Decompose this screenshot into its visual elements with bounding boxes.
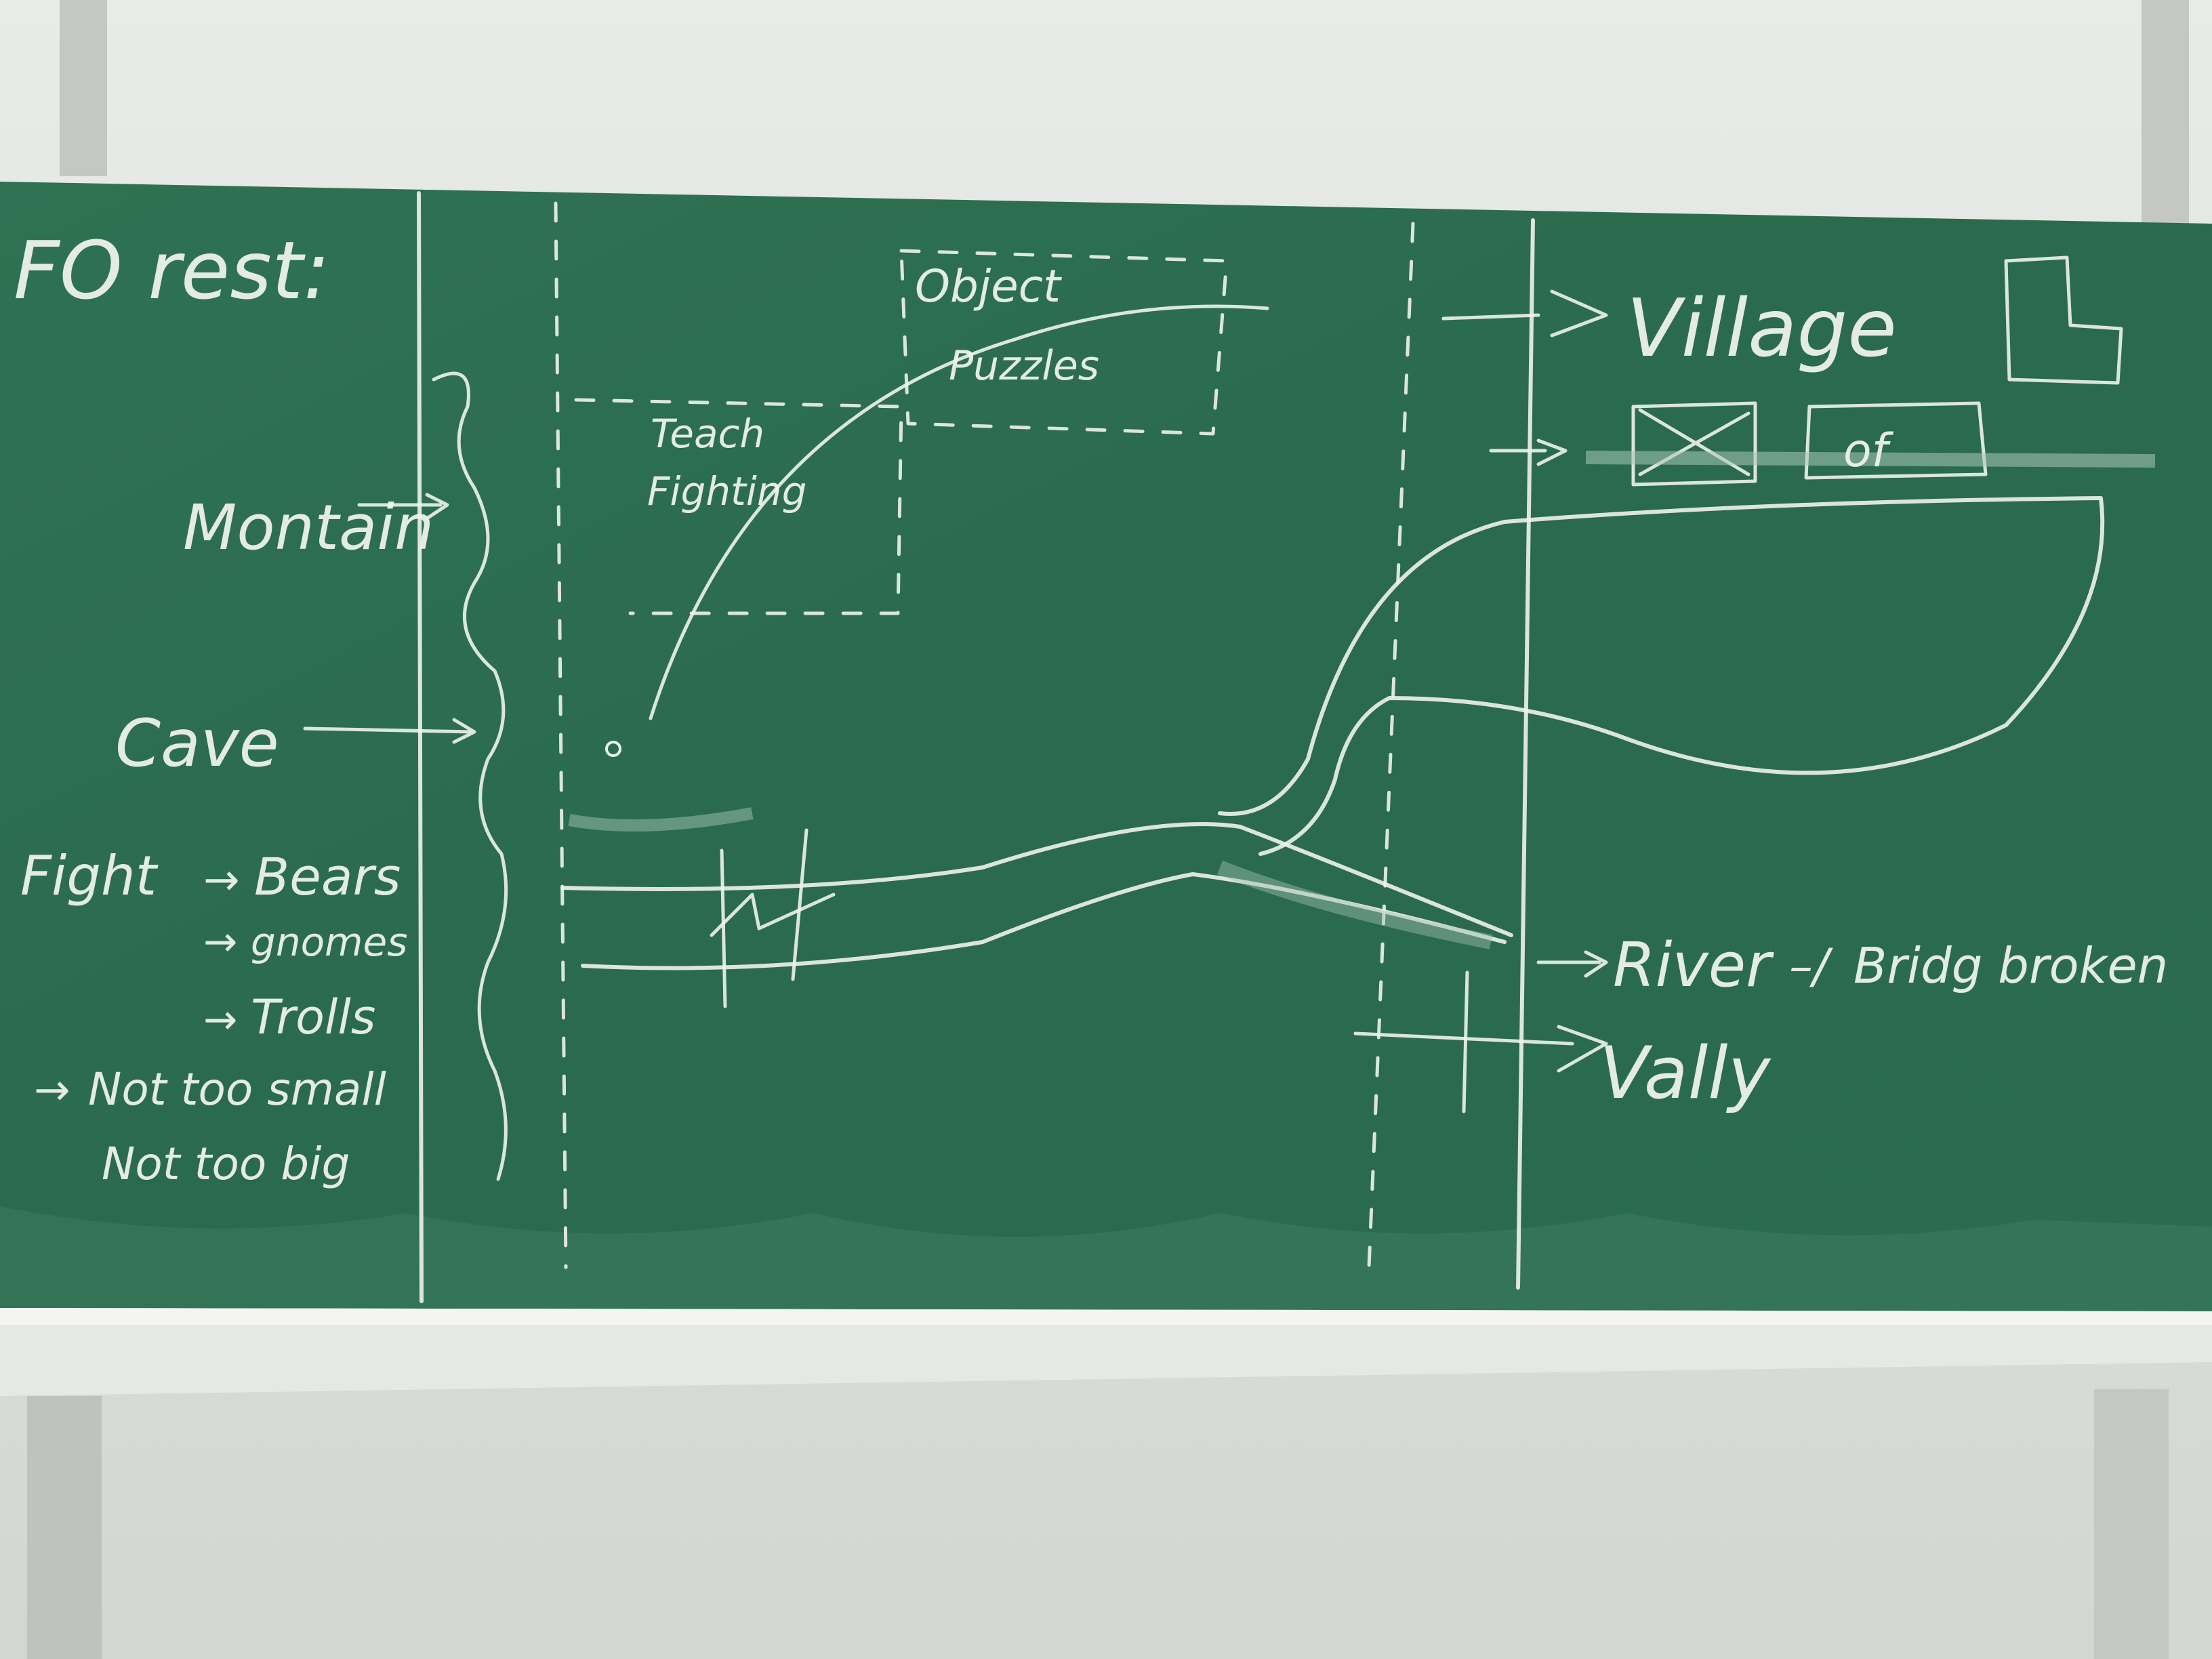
label-fighting: Fighting [647,468,806,514]
valley-pointer-line [1353,1031,1574,1046]
fight-arrow-icon: → [203,855,240,905]
mountain-squiggle [432,371,508,1181]
label-fight: Fight [20,844,159,907]
divider-line-right [1516,218,1535,1290]
right-rail-bottom [2094,1389,2169,1659]
label-cave: Cave [115,705,279,781]
crossed-arrow-icon [1489,438,1568,466]
cave-smudge [568,807,754,832]
path-arc [649,304,1269,720]
bridge-zigzag [710,893,836,937]
teach-fighting-box [574,398,903,615]
label-village: Village [1626,281,1897,375]
cave-arrow-icon [303,718,476,744]
label-bears: Bears [254,846,401,907]
not-small-arrow-icon: → [34,1065,70,1115]
label-not-too-small: Not too small [88,1063,387,1115]
label-crossed-words: of [1843,424,1894,478]
heading-text: FO rest: [14,224,330,317]
right-rail-top [2142,0,2189,224]
chalk-smudge [0,1206,2212,1311]
river-smudge [1216,860,1493,949]
label-gnomes: gnomes [251,919,407,965]
valley-path-upper [1218,496,2105,856]
start-point [605,741,621,757]
strikethrough-line [1585,451,2156,468]
object-puzzles-box [899,249,1229,436]
mountain-arrow-icon [357,493,449,520]
chalk-tray-edge [0,1308,2212,1325]
dashed-line-center-left [554,201,568,1269]
river-arrow-icon [1536,950,1608,978]
left-rail-bottom [27,1396,102,1659]
valley-pointer-tick [1462,970,1469,1113]
label-mountain: Montain [183,491,434,564]
label-puzzles: Puzzles [949,342,1099,390]
label-object: Object [915,260,1062,312]
divider-line-left [417,191,424,1303]
left-rail-top [60,0,107,176]
bridge-post-2 [791,828,808,981]
label-valley: Vally [1599,1031,1771,1115]
label-river: River [1613,930,1774,1001]
river-line-bottom [581,872,1507,970]
river-line-top [560,822,1513,937]
map-marker-icon [2004,255,2123,385]
river-dash-icon: –/ [1789,939,1833,994]
valley-arrow-icon [1557,1025,1608,1073]
label-trolls: Trolls [251,989,375,1045]
trolls-arrow-icon: → [203,996,237,1044]
label-bridge-broken: Bridg broken [1853,937,2168,994]
label-teach: Teach [651,411,764,457]
chalk-tray [0,1308,2212,1396]
bridge-post-1 [720,848,727,1008]
village-arrow-icon [1441,289,1608,337]
label-not-too-big: Not too big [102,1138,350,1190]
gnomes-arrow-icon: → [203,918,237,966]
